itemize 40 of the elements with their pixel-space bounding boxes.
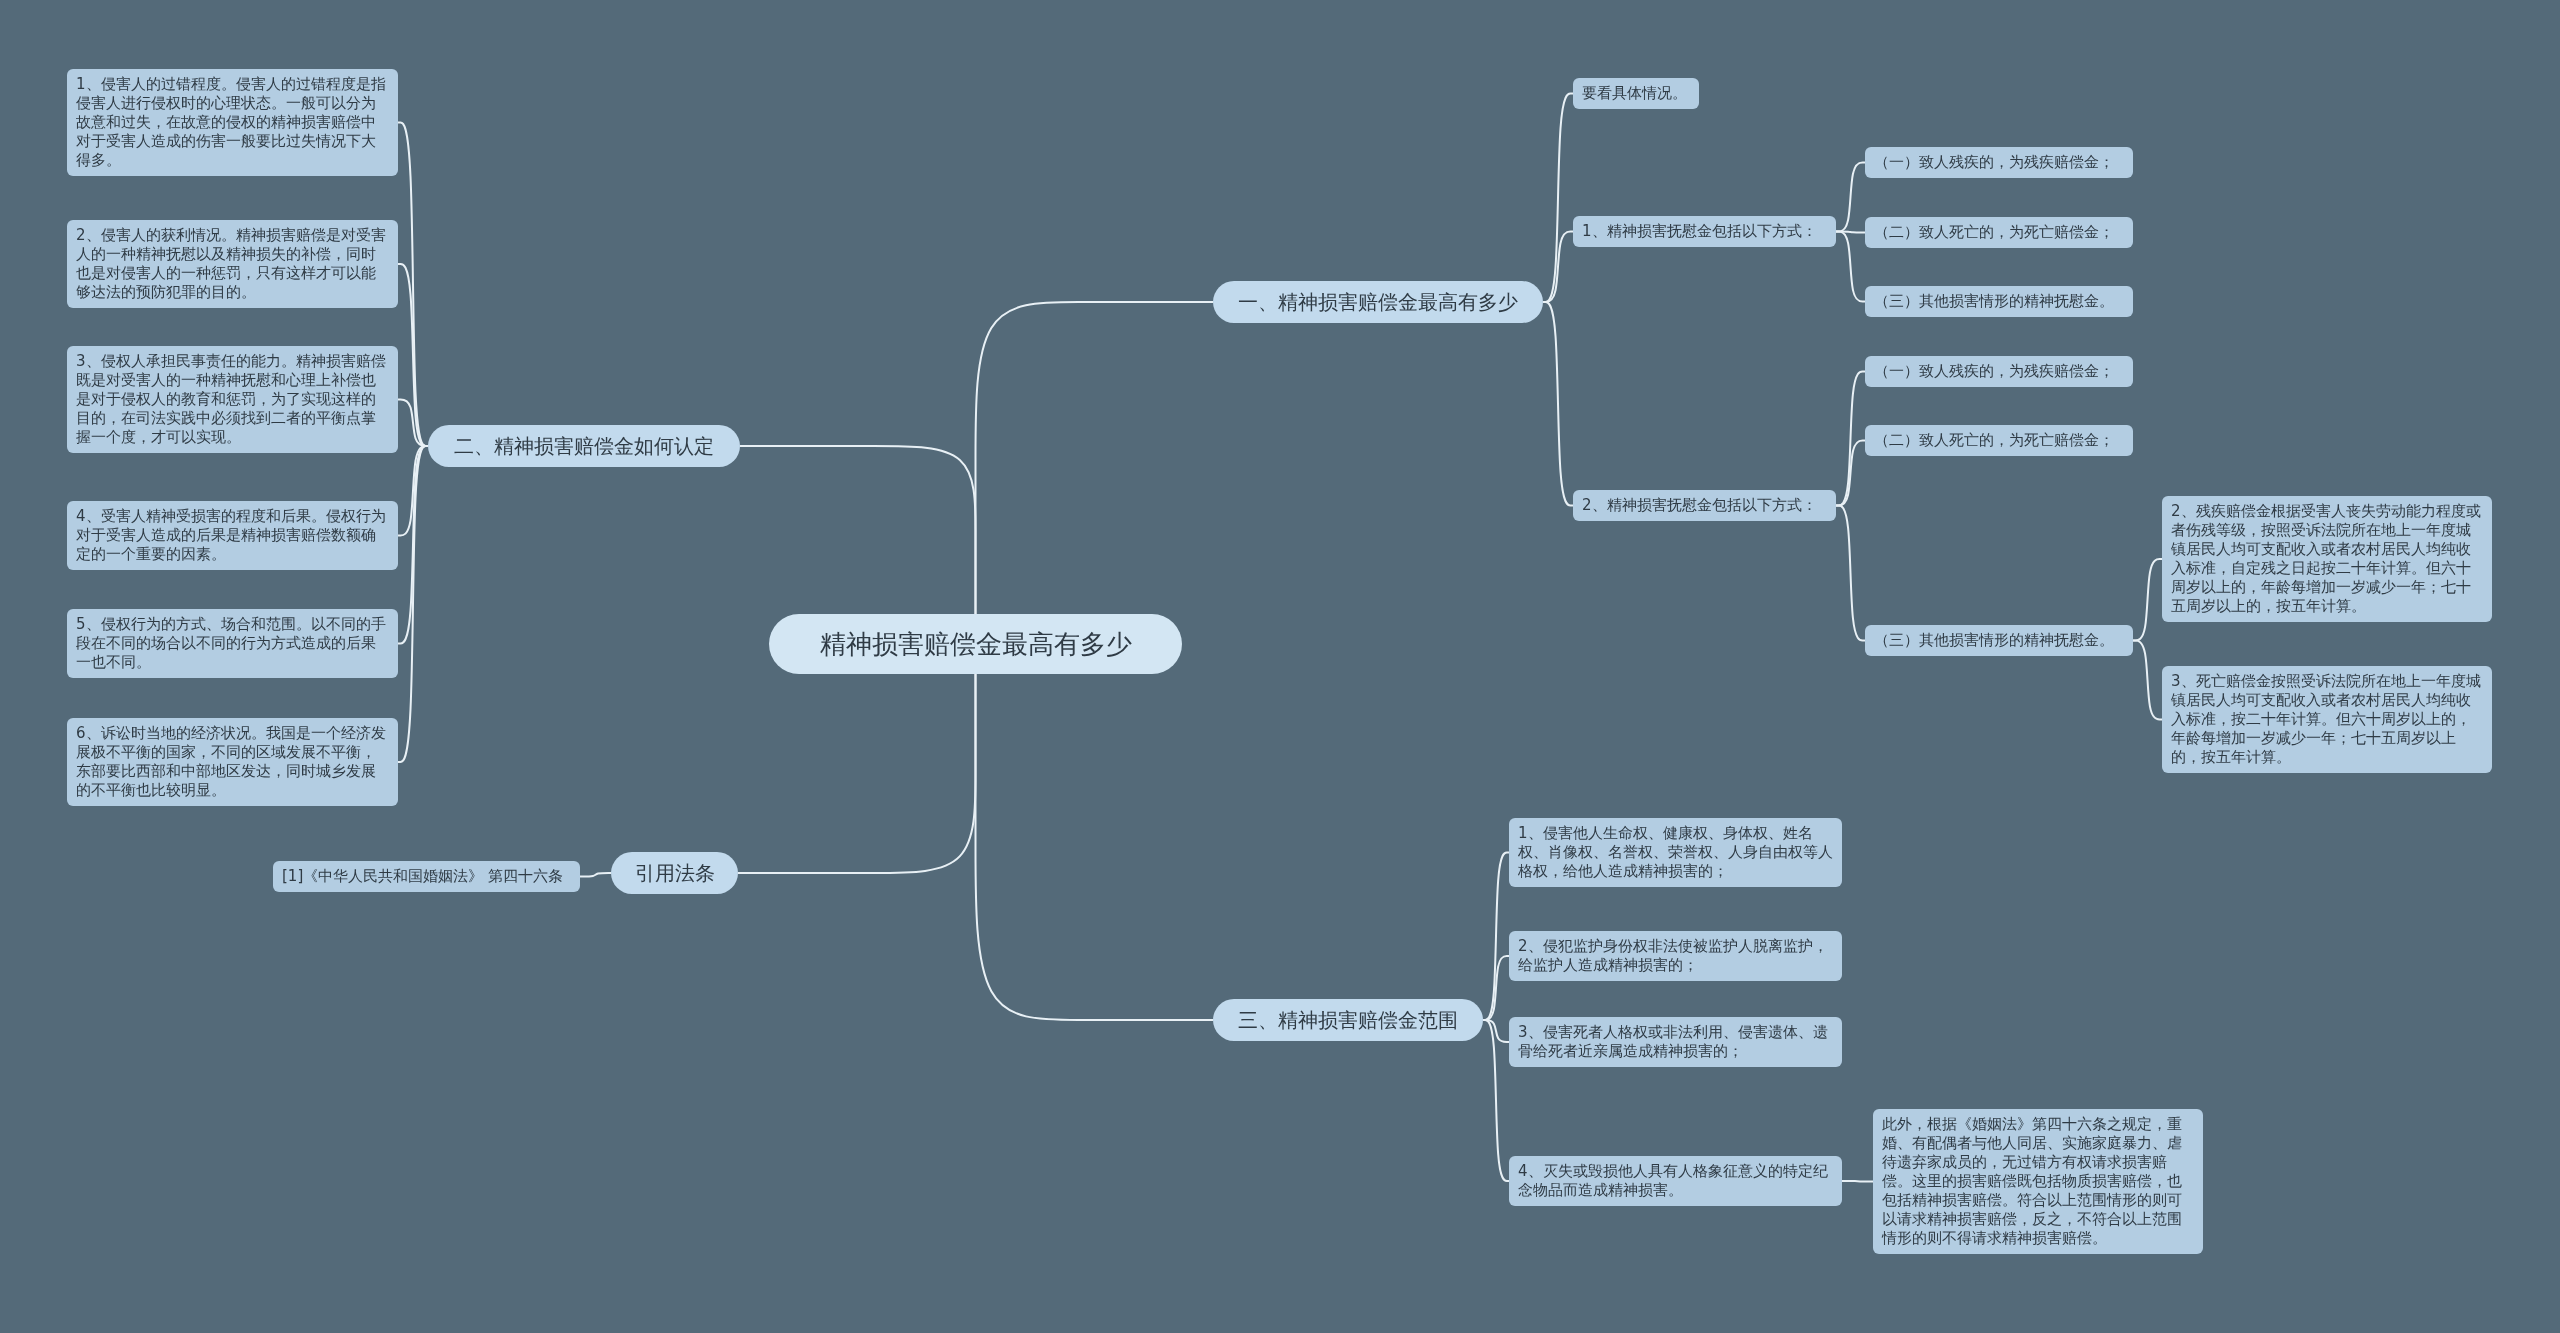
topic-card: 5、侵权行为的方式、场合和范围。以不同的手段在不同的场合以不同的行为方式造成的后果一也不同。 [67, 609, 398, 678]
topic-card: 2、侵犯监护身份权非法使被监护人脱离监护，给监护人造成精神损害的； [1509, 931, 1842, 981]
topic-card: （二）致人死亡的，为死亡赔偿金； [1865, 425, 2133, 456]
topic-card: [1]《中华人民共和国婚姻法》 第四十六条 [273, 861, 580, 892]
topic-card: 1、侵害他人生命权、健康权、身体权、姓名权、肖像权、名誉权、荣誉权、人身自由权等人格权，给他人造成精神损害的； [1509, 818, 1842, 887]
connector-line [974, 673, 1214, 1021]
topic-card: （二）致人死亡的，为死亡赔偿金； [1865, 217, 2133, 248]
topic-card: 2、残疾赔偿金根据受害人丧失劳动能力程度或者伤残等级，按照受诉法院所在地上一年度城镇居民人均可支配收入或者农村居民人均纯收入标准，自定残之日起按二十年计算。但六十周岁以上的，年龄每增加一岁减少一年；七十五周岁以上的，按五年计算。 [2162, 496, 2492, 622]
topic-card: （三）其他损害情形的精神抚慰金。 [1865, 286, 2133, 317]
connector-line [1482, 1019, 1510, 1182]
topic-card: 1、精神损害抚慰金包括以下方式： [1573, 216, 1836, 247]
connector-line [2132, 639, 2163, 721]
topic-card: 4、受害人精神受损害的程度和后果。侵权行为对于受害人造成的后果是精神损害赔偿数额确定的一个重要的因素。 [67, 501, 398, 570]
topic-card: 1、侵害人的过错程度。侵害人的过错程度是指侵害人进行侵权时的心理状态。一般可以分为故意和过失，在故意的侵权的精神损害赔偿中对于受害人造成的伤害一般要比过失情况下大得多。 [67, 69, 398, 176]
topic-card: 3、侵权人承担民事责任的能力。精神损害赔偿既是对受害人的一种精神抚慰和心理上补偿也是对于侵权人的教育和惩罚，为了实现这样的目的，在司法实践中必须找到二者的平衡点掌握一个度，才可以实现。 [67, 346, 398, 453]
topic-card: （三）其他损害情形的精神抚慰金。 [1865, 625, 2133, 656]
topic-card: 4、灭失或毁损他人具有人格象征意义的特定纪念物品而造成精神损害。 [1509, 1156, 1842, 1206]
topic-card: 3、侵害死者人格权或非法利用、侵害遗体、遗骨给死者近亲属造成精神损害的； [1509, 1017, 1842, 1067]
topic-card: 此外，根据《婚姻法》第四十六条之规定，重婚、有配偶者与他人同居、实施家庭暴力、虐待遗弃家成员的，无过错方有权请求损害赔偿。这里的损害赔偿既包括物质损害赔偿，也包括精神损害赔偿。符合以上范围情形的则可以请求精神损害赔偿，反之，不符合以上范围情形的则不得请求精神损害赔偿。 [1873, 1109, 2203, 1254]
connector-line [1835, 230, 1866, 303]
branch-topic: 二、精神损害赔偿金如何认定 [428, 425, 740, 467]
connector-line [579, 872, 612, 878]
topic-card: 2、精神损害抚慰金包括以下方式： [1573, 490, 1836, 521]
topic-card: （一）致人残疾的，为残疾赔偿金； [1865, 356, 2133, 387]
branch-topic: 引用法条 [611, 852, 738, 894]
topic-card: 2、侵害人的获利情况。精神损害赔偿是对受害人的一种精神抚慰以及精神损失的补偿，同时也是对侵害人的一种惩罚，只有这样才可以能够达法的预防犯罪的目的。 [67, 220, 398, 308]
connector-line [1835, 161, 1866, 233]
branch-topic: 一、精神损害赔偿金最高有多少 [1213, 281, 1543, 323]
branch-topic: 三、精神损害赔偿金范围 [1213, 999, 1483, 1041]
topic-card: 要看具体情况。 [1573, 78, 1699, 109]
topic-card: 3、死亡赔偿金按照受诉法院所在地上一年度城镇居民人均可支配收入或者农村居民人均纯收入标准，按二十年计算。但六十周岁以上的，年龄每增加一岁减少一年；七十五周岁以上的，按五年计算。 [2162, 666, 2492, 773]
connector-line [397, 445, 429, 763]
connector-line [1841, 1180, 1874, 1183]
central-topic: 精神损害赔偿金最高有多少 [769, 614, 1182, 674]
topic-card: 6、诉讼时当地的经济状况。我国是一个经济发展极不平衡的国家，不同的区域发展不平衡，东部要比西部和中部地区发达，同时城乡发展的不平衡也比较明显。 [67, 718, 398, 806]
connector-line [739, 445, 977, 615]
connector-line [1835, 439, 1866, 507]
connector-line [1835, 504, 1866, 642]
connector-line [2132, 558, 2163, 642]
topic-card: （一）致人残疾的，为残疾赔偿金； [1865, 147, 2133, 178]
